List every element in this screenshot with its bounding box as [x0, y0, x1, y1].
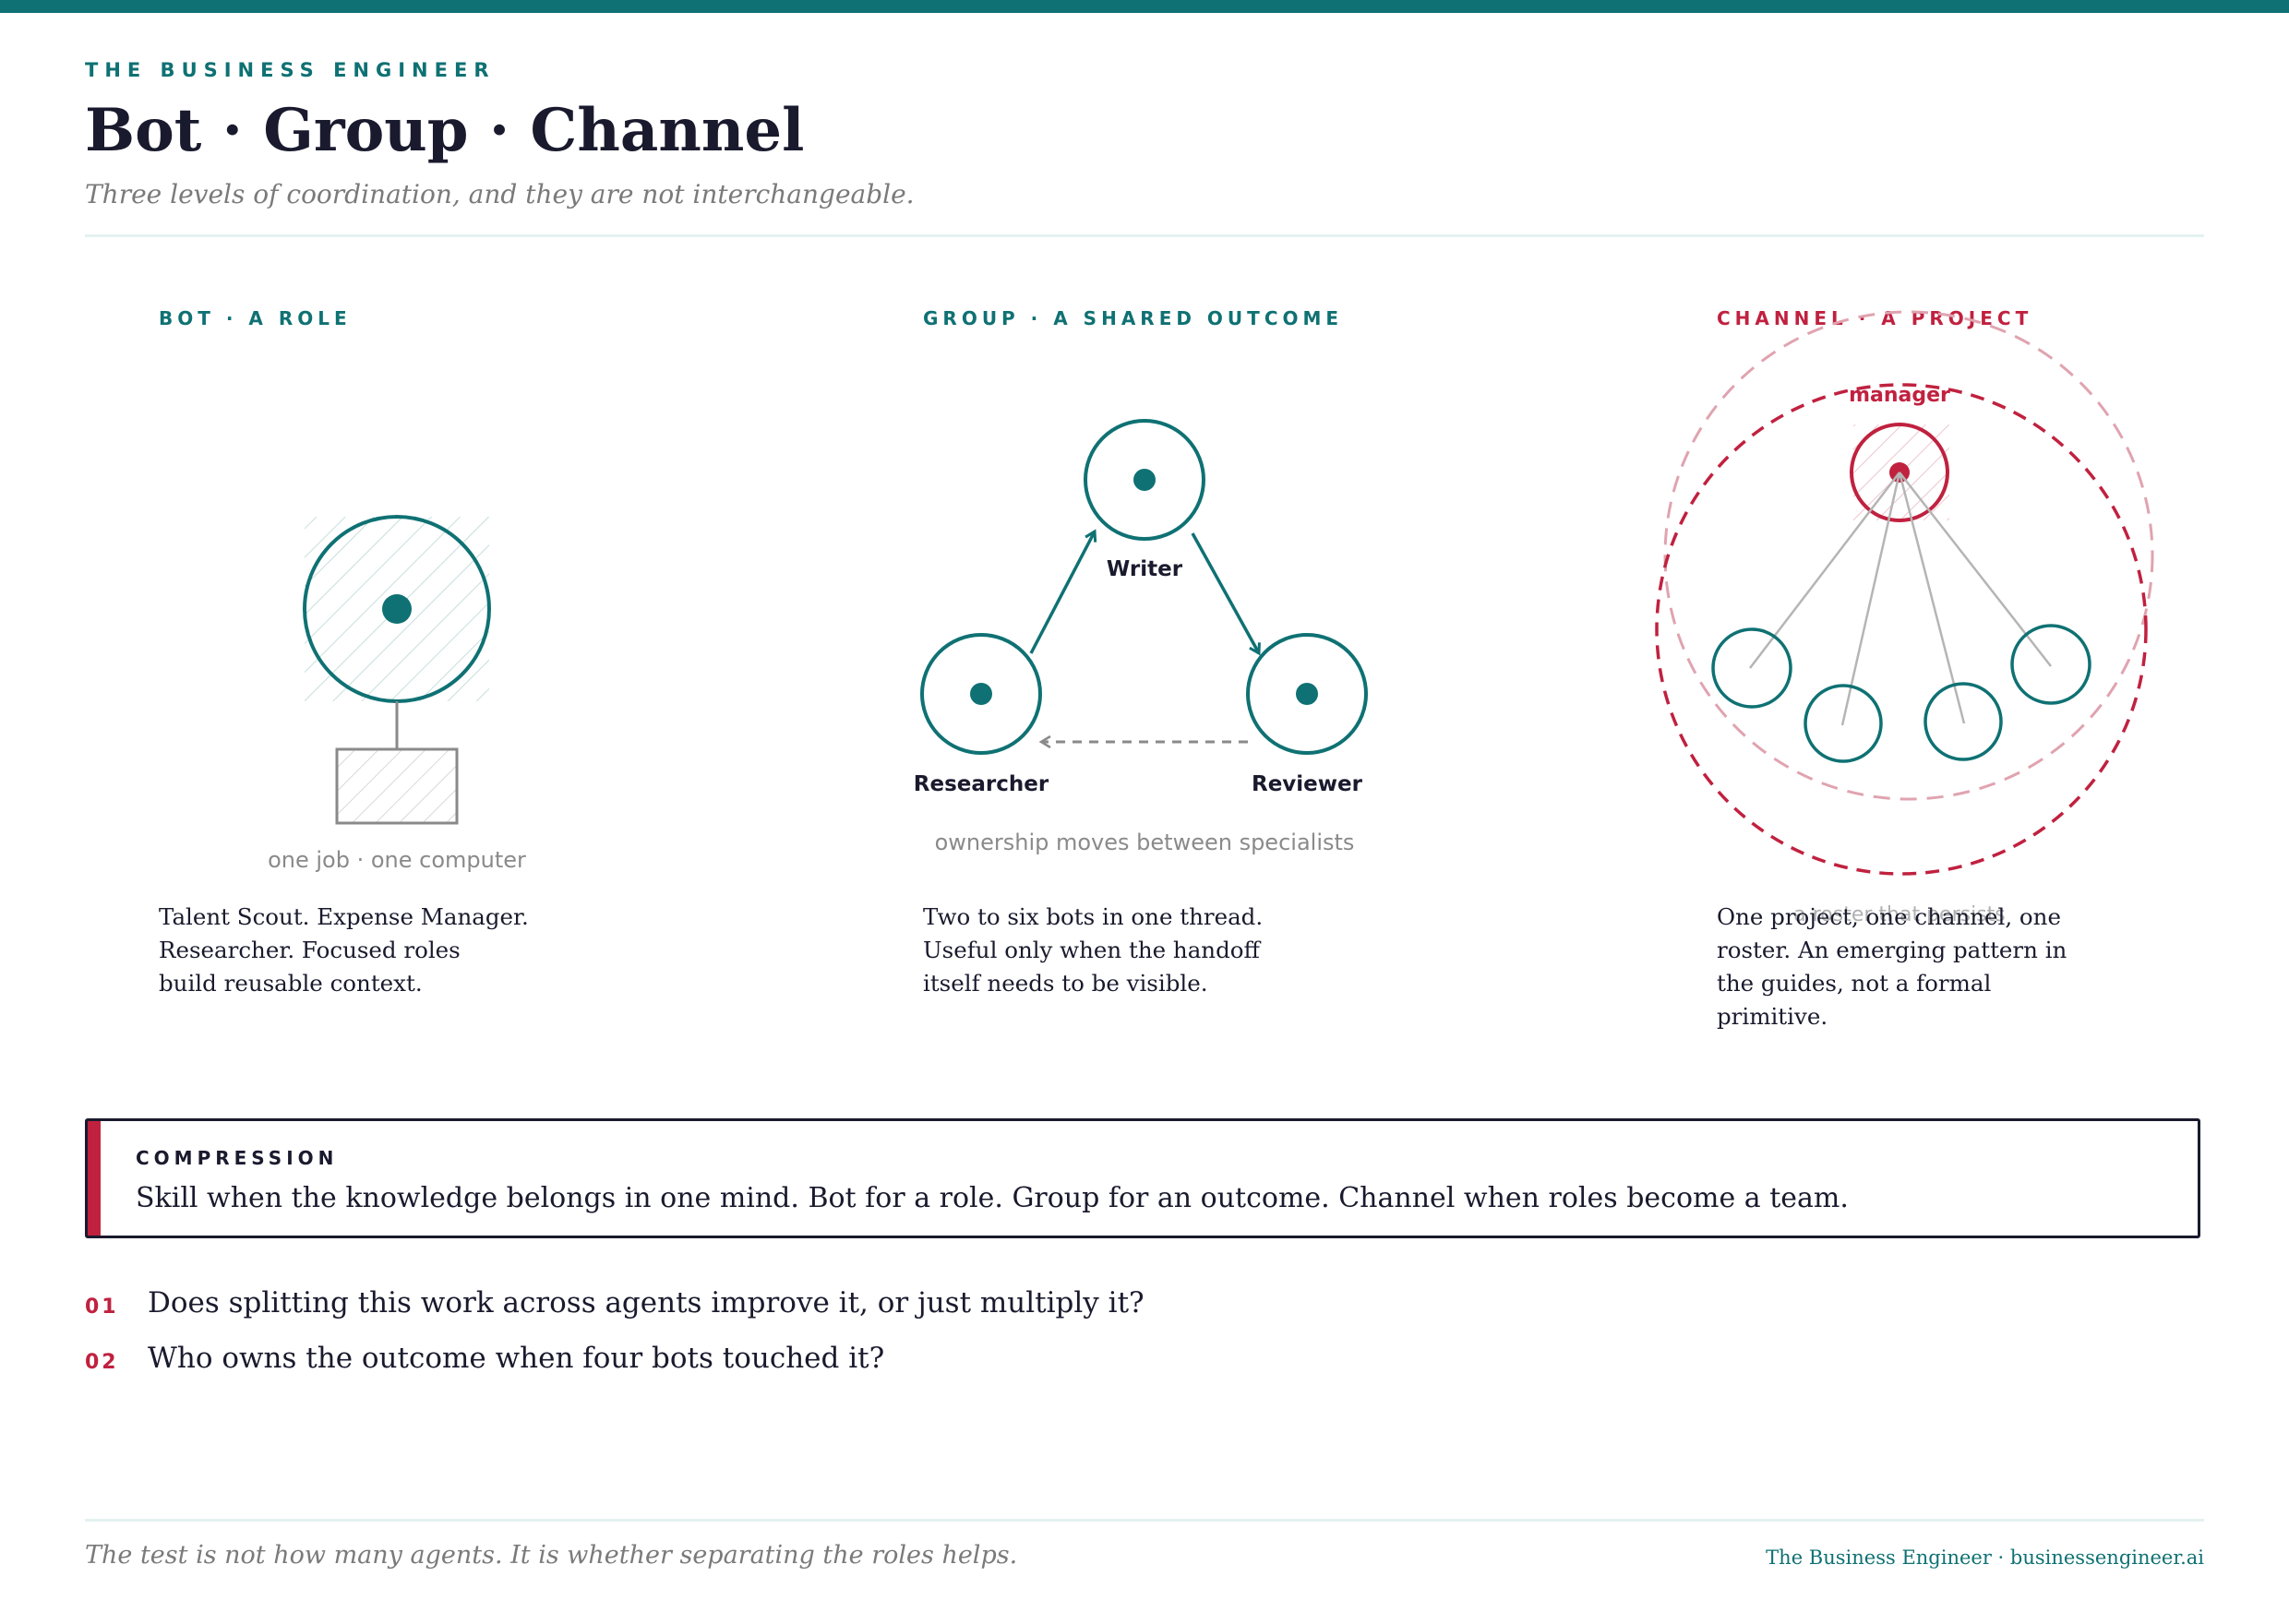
channel-description: One project, one channel, one roster. An… — [1717, 903, 2067, 1030]
group-diagram: Writer Researcher Reviewer ownership mov… — [914, 419, 1368, 855]
writer-node-label: Writer — [1107, 557, 1183, 581]
bot-description: Talent Scout. Expense Manager. Researche… — [159, 903, 529, 997]
arrow-researcher-to-writer — [1029, 529, 1097, 654]
bot-column-label: BOT · A ROLE — [159, 307, 352, 329]
bot-node-core — [382, 594, 412, 624]
question-number-1: 01 — [85, 1296, 119, 1319]
manager-node-circle — [1850, 423, 1949, 522]
footer-note: The test is not how many agents. It is w… — [85, 1541, 1018, 1570]
header-divider — [85, 234, 2204, 237]
member-node-2 — [1804, 684, 1883, 763]
member-node-1 — [1711, 627, 1792, 709]
member-node-3 — [1923, 682, 2003, 761]
link-manager-member-2 — [1840, 472, 1901, 726]
kicker: THE BUSINESS ENGINEER — [85, 59, 496, 81]
channel-column-label: CHANNEL · A PROJECT — [1717, 307, 2033, 329]
bot-diagram: one job · one computer — [268, 515, 526, 873]
compression-callout: COMPRESSION Skill when the knowledge bel… — [85, 1118, 2200, 1238]
reviewer-node-core — [1296, 683, 1318, 705]
channel-boundary-ring — [1655, 383, 2148, 876]
compression-accent-bar — [88, 1121, 101, 1236]
channel-diagram: manager a roster that persists — [1655, 310, 2154, 926]
question-text-2: Who owns the outcome when four bots touc… — [148, 1342, 885, 1375]
compression-label: COMPRESSION — [136, 1147, 339, 1169]
compression-text: Skill when the knowledge belongs in one … — [136, 1182, 1849, 1214]
footer-divider — [85, 1519, 2204, 1522]
question-text-1: Does splitting this work across agents i… — [148, 1286, 1144, 1320]
member-node-4 — [2010, 624, 2091, 705]
group-caption: ownership moves between specialists — [935, 830, 1355, 855]
footer-brand[interactable]: The Business Engineer · businessengineer… — [1766, 1546, 2204, 1569]
link-manager-member-3 — [1898, 472, 1966, 724]
reviewer-node-label: Reviewer — [1252, 772, 1363, 796]
link-manager-member-4 — [1899, 472, 2052, 667]
top-accent-bar — [0, 0, 2289, 13]
researcher-node-core — [970, 683, 992, 705]
outer-roster-ring — [1663, 310, 2154, 801]
page-subtitle: Three levels of coordination, and they a… — [85, 179, 915, 209]
writer-node-core — [1133, 469, 1156, 491]
question-number-2: 02 — [85, 1351, 119, 1374]
researcher-node-label: Researcher — [914, 772, 1049, 796]
computer-icon — [335, 747, 459, 825]
channel-caption: a roster that persists — [1793, 903, 2006, 926]
manager-label: manager — [1849, 384, 1950, 407]
page-title: Bot · Group · Channel — [85, 96, 805, 165]
group-description: Two to six bots in one thread. Useful on… — [923, 903, 1264, 997]
bot-caption: one job · one computer — [268, 847, 526, 873]
arrow-writer-to-reviewer — [1191, 532, 1261, 656]
group-column-label: GROUP · A SHARED OUTCOME — [923, 307, 1344, 329]
